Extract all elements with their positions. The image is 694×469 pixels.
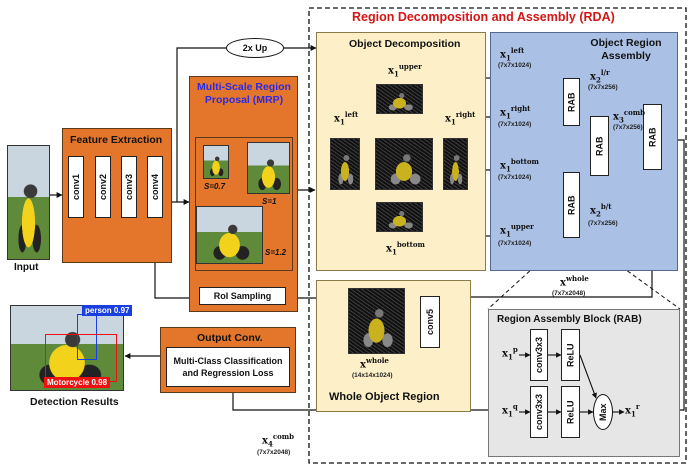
ora-title: Object Region Assembly xyxy=(590,37,662,62)
detection-title: Detection Results xyxy=(30,396,119,408)
var-x3-comb: x3comb xyxy=(613,108,646,125)
input-image xyxy=(7,145,50,260)
var-x4-comb: x4comb xyxy=(262,432,295,449)
var-x2-lr: x2l/r xyxy=(590,68,610,85)
rab-conv-bottom: conv3x3 xyxy=(530,386,548,438)
rab-detail-panel: Region Assembly Block (RAB) xyxy=(488,309,680,457)
conv5-block: conv5 xyxy=(420,296,440,348)
dim-bt: (7x7x256) xyxy=(588,220,618,227)
feature-extraction-title: Feature Extraction xyxy=(70,134,163,146)
output-conv-title: Output Conv. xyxy=(197,332,263,344)
conv4-block: conv4 xyxy=(147,156,163,218)
dim-whole-region: (14x14x1024) xyxy=(352,372,393,379)
scale-image-medium xyxy=(247,142,290,194)
detection-image xyxy=(10,305,124,391)
loss-block: Multi-Class Classification and Regressio… xyxy=(166,347,290,387)
rab-relu-bottom: ReLU xyxy=(561,386,580,438)
motorcycle-box xyxy=(45,334,117,382)
dim-right: (7x7x1024) xyxy=(498,121,532,128)
dim-comb-out: (7x7x2048) xyxy=(257,449,291,456)
upsample-node: 2x Up xyxy=(226,38,284,58)
scale-label-medium: S=1 xyxy=(262,197,277,206)
mrp-title: Multi-Scale Region Proposal (MRP) xyxy=(197,81,291,106)
motorcycle-label: Motorcycle 0.98 xyxy=(44,377,111,388)
person-label: person 0.97 xyxy=(82,305,133,316)
scale-label-large: S=1.2 xyxy=(265,248,287,257)
var-x1-left-ora: x1left xyxy=(500,46,525,63)
var-x1-p: x1p xyxy=(502,345,518,362)
var-x1-upper-decomp: x1upper xyxy=(388,62,422,79)
rab-max-node: Max xyxy=(593,394,613,430)
rab-block-1: RAB xyxy=(563,78,580,126)
var-x1-upper-ora: x1upper xyxy=(500,222,534,239)
dim-lr: (7x7x256) xyxy=(588,84,618,91)
whole-region-title: Whole Object Region xyxy=(329,391,440,403)
var-x-whole-region: xwhole xyxy=(360,356,389,371)
rab-block-2: RAB xyxy=(563,172,580,238)
var-x1-right-decomp: x1right xyxy=(445,110,476,127)
decomp-center-image xyxy=(375,138,433,190)
object-decomposition-title: Object Decomposition xyxy=(349,38,461,50)
scale-image-large xyxy=(196,206,263,264)
decomp-right-image xyxy=(443,138,468,190)
conv1-block: conv1 xyxy=(68,156,84,218)
var-x1-bottom-ora: x1bottom xyxy=(500,157,539,174)
var-x-whole-ora: xwhole xyxy=(560,274,589,289)
decomp-left-image xyxy=(330,138,360,190)
conv2-block: conv2 xyxy=(95,156,111,218)
input-label: Input xyxy=(14,262,39,273)
rab-relu-top: ReLU xyxy=(561,329,580,381)
rab-detail-title: Region Assembly Block (RAB) xyxy=(497,314,642,325)
roi-sampling-block: RoI Sampling xyxy=(199,287,286,305)
var-x2-bt: x2b/t xyxy=(590,202,612,219)
rab-block-3: RAB xyxy=(590,116,609,176)
var-x1-left-decomp: x1left xyxy=(334,110,359,127)
decomp-upper-image xyxy=(376,84,423,114)
dim-left: (7x7x1024) xyxy=(498,62,532,69)
var-x1-bottom-decomp: x1bottom xyxy=(386,240,425,257)
var-x1-q: x1q xyxy=(502,402,518,419)
dim-comb: (7x7x256) xyxy=(613,124,643,131)
dim-bottom: (7x7x1024) xyxy=(498,174,532,181)
decomp-bottom-image xyxy=(376,202,423,232)
rab-block-4: RAB xyxy=(643,104,662,170)
whole-object-image xyxy=(348,288,405,354)
rab-conv-top: conv3x3 xyxy=(530,329,548,381)
conv3-block: conv3 xyxy=(121,156,137,218)
var-x1-r: x1r xyxy=(625,402,640,419)
scale-label-small: S=0.7 xyxy=(204,182,226,191)
dim-whole-ora: (7x7x2048) xyxy=(552,290,586,297)
rda-title: Region Decomposition and Assembly (RDA) xyxy=(352,10,615,24)
var-x1-right-ora: x1right xyxy=(500,104,531,121)
scale-image-small xyxy=(203,145,229,179)
dim-upper: (7x7x1024) xyxy=(498,240,532,247)
